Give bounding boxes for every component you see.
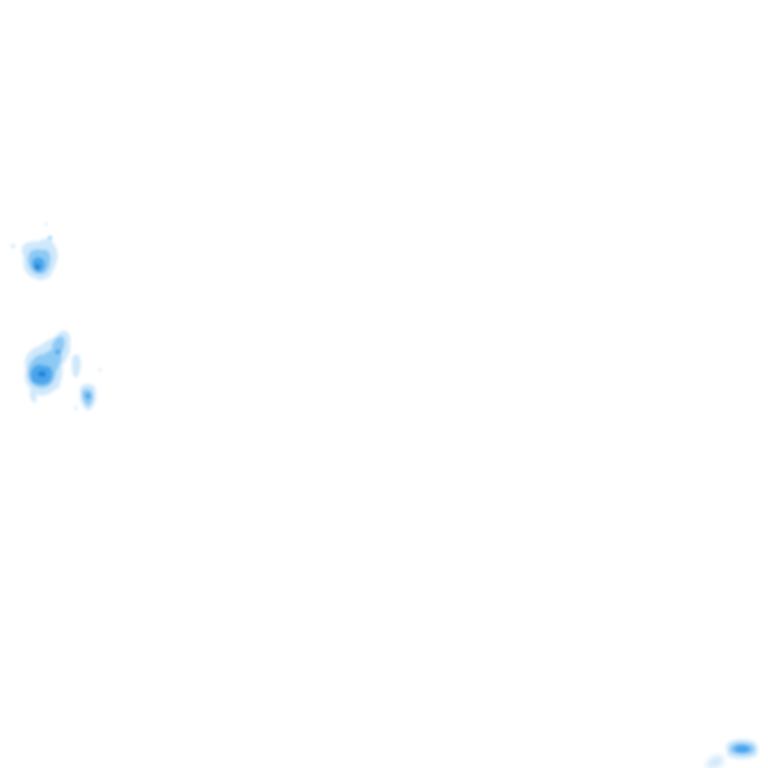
- echo-core: [38, 371, 46, 377]
- echo-strong: [55, 349, 61, 355]
- echo-light: [30, 389, 37, 403]
- echo-speck: [98, 368, 102, 372]
- echo-speck: [10, 244, 16, 248]
- echo-cluster-northwest: [10, 222, 58, 280]
- echo-cluster-southeast: [706, 739, 758, 768]
- echo-speck: [44, 222, 48, 226]
- echo-strong: [85, 393, 91, 399]
- echo-cluster-west-fragment: [72, 354, 102, 411]
- echo-speck: [56, 384, 60, 388]
- echo-light: [706, 755, 724, 768]
- echo-speck: [48, 236, 52, 240]
- echo-core: [34, 264, 40, 270]
- echo-cluster-west: [24, 330, 71, 403]
- echo-strong: [734, 745, 750, 753]
- echo-speck: [74, 406, 78, 410]
- echo-light: [72, 354, 81, 378]
- echo-medium: [52, 336, 65, 356]
